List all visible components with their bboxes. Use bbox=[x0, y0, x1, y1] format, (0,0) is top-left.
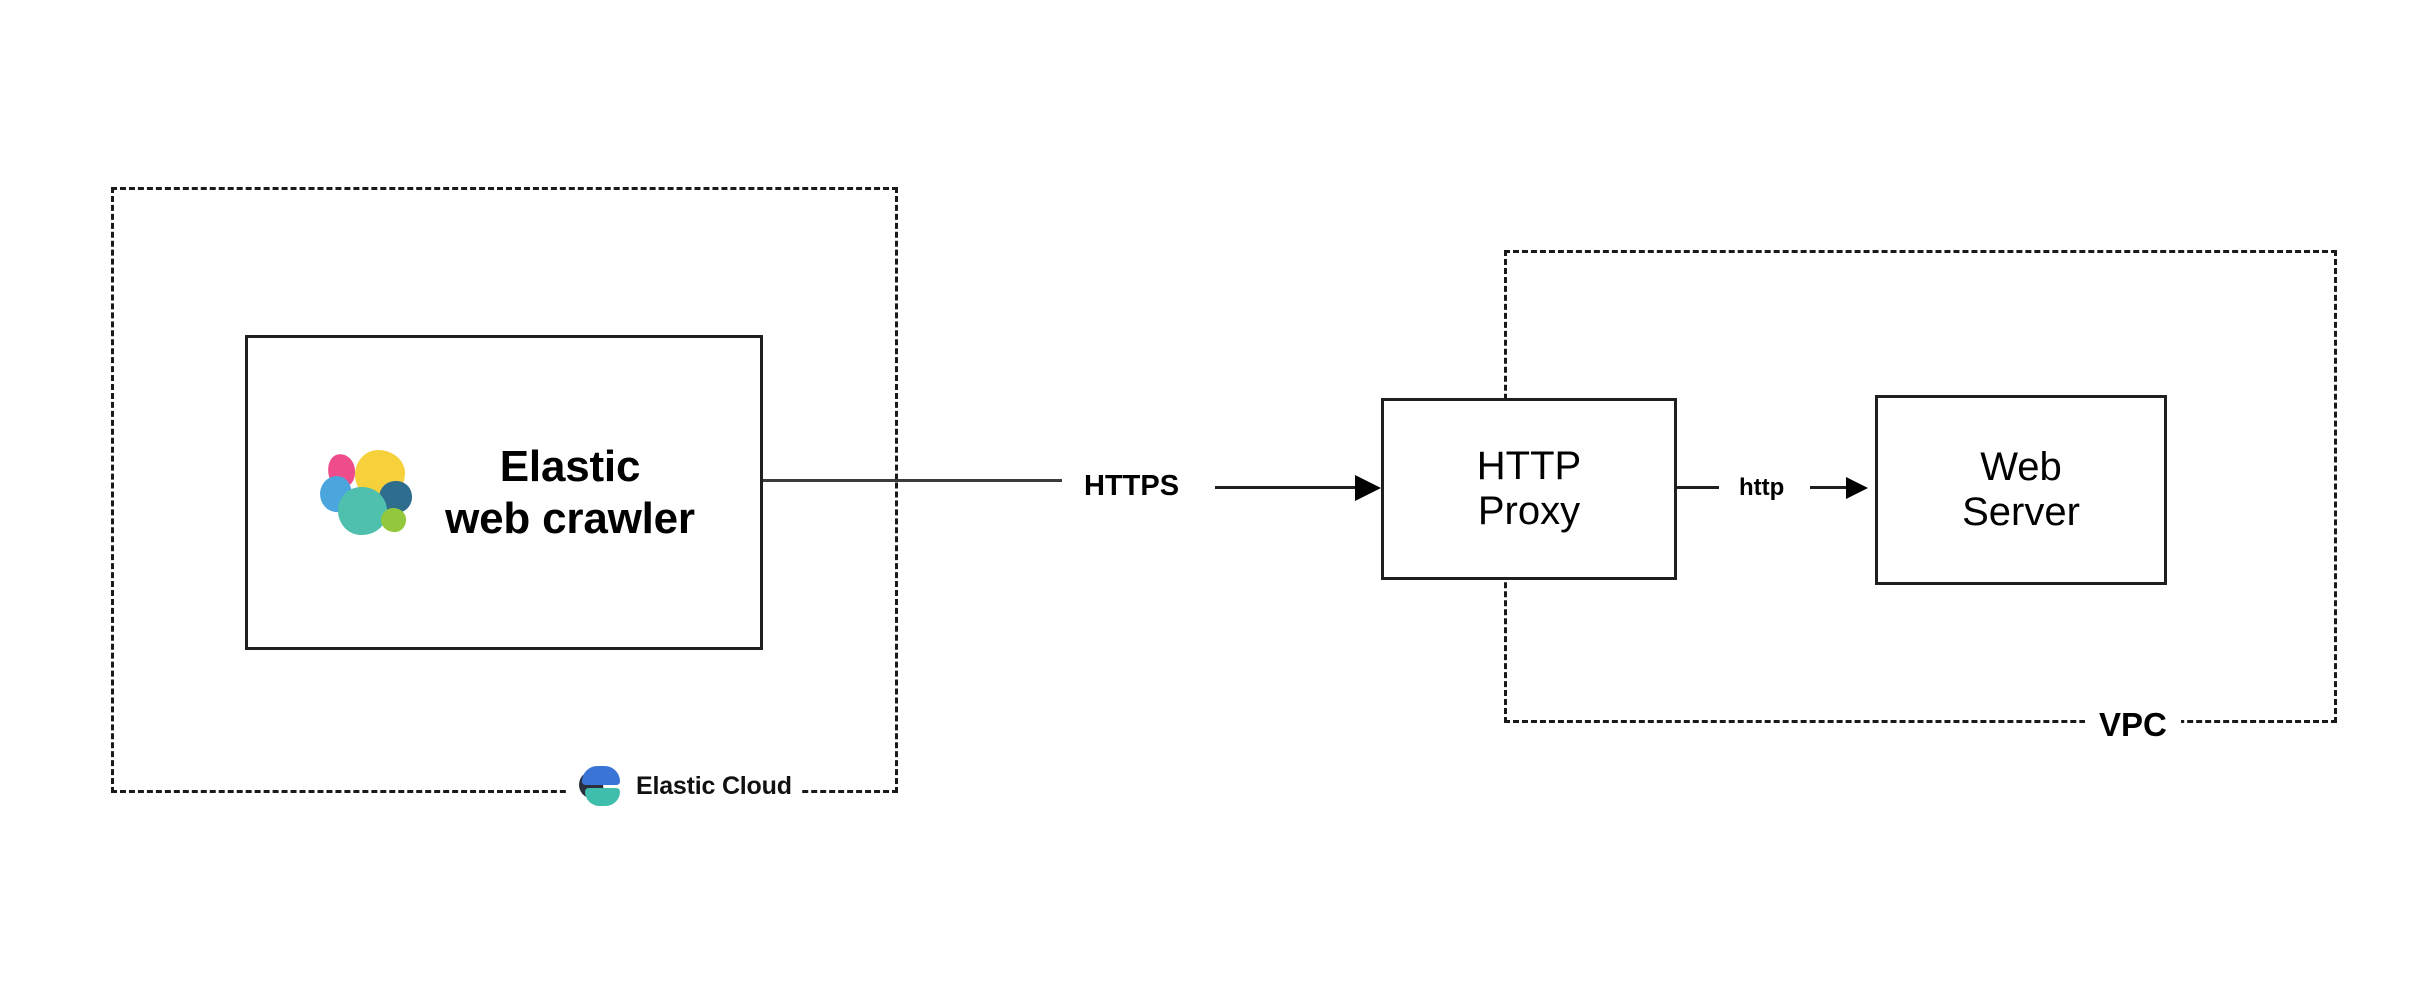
node-elastic-web-crawler[interactable]: Elastic web crawler bbox=[245, 335, 763, 650]
edge-label-https: HTTPS bbox=[1078, 470, 1186, 503]
node-label-crawler: Elastic web crawler bbox=[445, 442, 695, 543]
proxy-outbound-wire bbox=[1677, 486, 1719, 489]
edge-label-http: http bbox=[1734, 474, 1790, 502]
elastic-cloud-boundary-label: Elastic Cloud bbox=[568, 760, 802, 812]
elastic-cloud-logo-icon bbox=[577, 764, 622, 808]
http-arrow-line bbox=[1810, 486, 1852, 489]
https-arrow-head-icon bbox=[1355, 475, 1381, 501]
elastic-logo-icon bbox=[317, 449, 415, 536]
http-arrow-head-icon bbox=[1846, 477, 1868, 499]
node-web-server[interactable]: Web Server bbox=[1875, 395, 2167, 585]
elastic-cloud-label-text: Elastic Cloud bbox=[636, 771, 792, 800]
crawler-outbound-wire bbox=[763, 479, 1062, 482]
node-label-webserver: Web Server bbox=[1962, 445, 2080, 534]
node-label-proxy: HTTP Proxy bbox=[1476, 444, 1582, 533]
crawler-content: Elastic web crawler bbox=[248, 441, 760, 544]
vpc-boundary-label: VPC bbox=[2085, 703, 2181, 747]
https-arrow-line bbox=[1215, 486, 1361, 489]
elastic-cloud-boundary bbox=[111, 187, 898, 793]
node-http-proxy[interactable]: HTTP Proxy bbox=[1381, 398, 1677, 580]
